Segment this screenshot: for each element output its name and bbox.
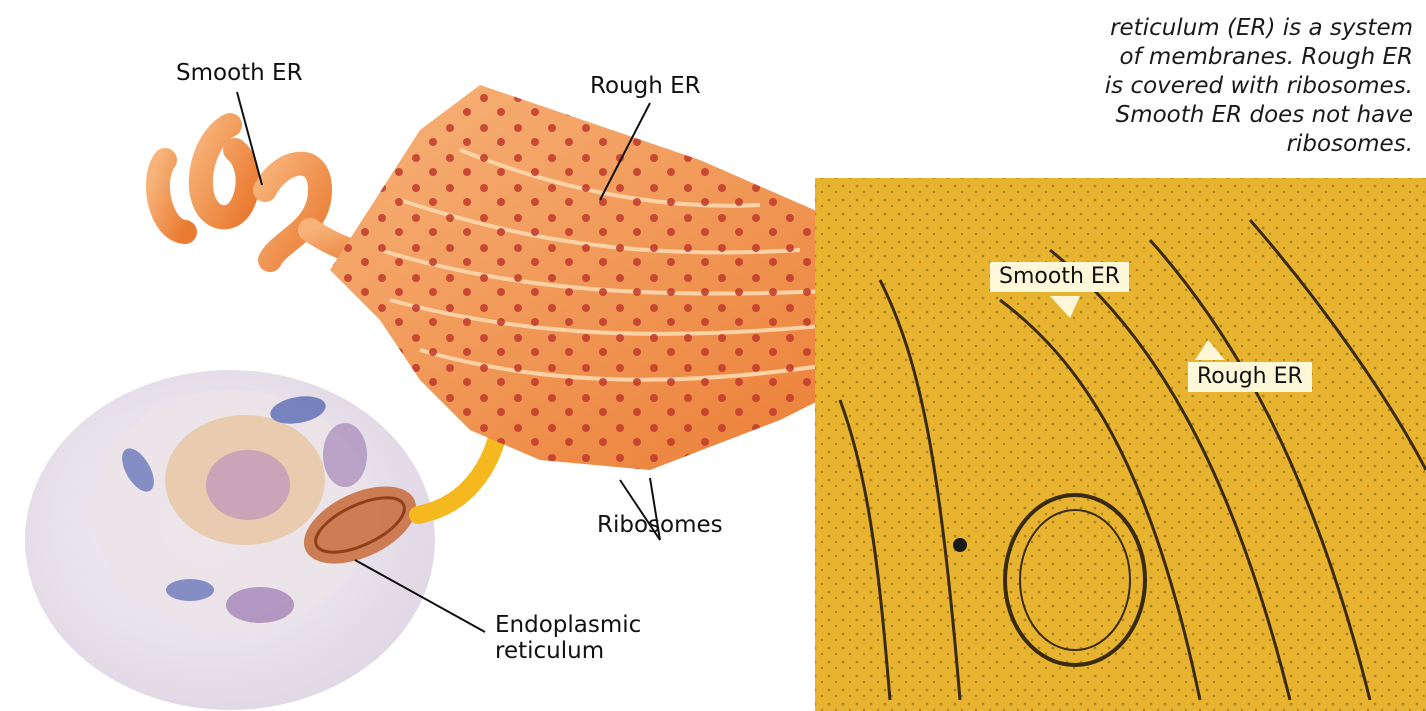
caption-line: Smooth ER does not have (1008, 101, 1413, 130)
cell-illustration (25, 370, 435, 710)
caption-line: of membranes. Rough ER (1008, 43, 1413, 72)
micrograph (815, 178, 1426, 711)
endoplasmic-reticulum-label: Endoplasmic reticulum (495, 612, 641, 665)
caption-line: reticulum (ER) is a system (1008, 14, 1413, 43)
ribosomes-label: Ribosomes (597, 512, 723, 538)
rough-er-label: Rough ER (590, 73, 701, 99)
micrograph-smooth-er-tag: Smooth ER (990, 262, 1129, 292)
caption-line: is covered with ribosomes. (1008, 72, 1413, 101)
endoplasmic-label-line2: reticulum (495, 638, 641, 664)
micrograph-rough-er-tag: Rough ER (1188, 362, 1312, 392)
smooth-er-label: Smooth ER (176, 60, 303, 86)
caption-line: ribosomes. (1008, 130, 1413, 159)
endoplasmic-label-line1: Endoplasmic (495, 612, 641, 638)
figure-caption: reticulum (ER) is a system of membranes.… (1008, 14, 1413, 159)
